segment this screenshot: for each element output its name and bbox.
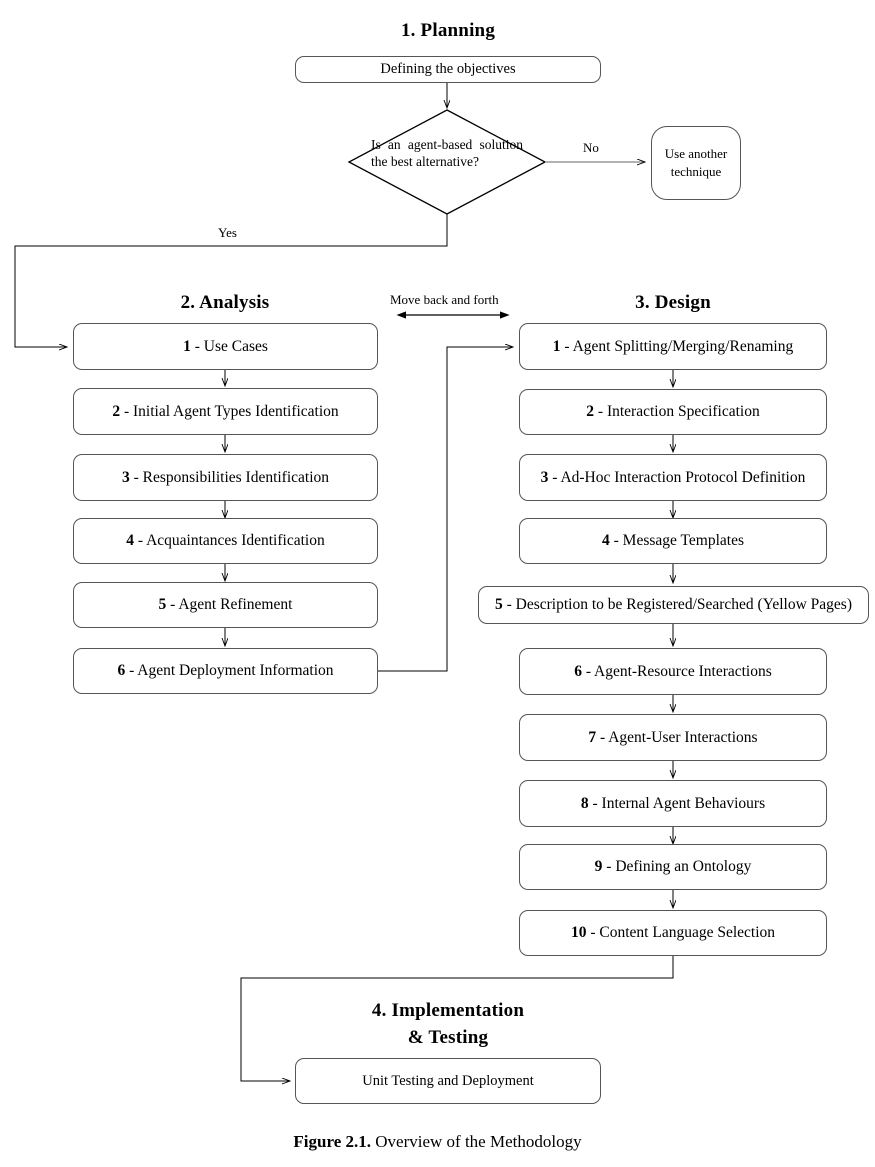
analysis-2-num: 2 bbox=[112, 402, 121, 420]
node-design-step-3[interactable]: 3 - Ad-Hoc Interaction Protocol Definiti… bbox=[519, 454, 827, 501]
design-3-sep: - bbox=[548, 468, 561, 486]
design-5-num: 5 bbox=[494, 596, 503, 614]
design-9-text: Defining an Ontology bbox=[615, 858, 752, 876]
node-analysis-step-5[interactable]: 5 - Agent Refinement bbox=[73, 582, 378, 628]
analysis-3-num: 3 bbox=[121, 468, 130, 486]
phase-title-design: 3. Design bbox=[635, 292, 711, 313]
node-analysis-step-6[interactable]: 6 - Agent Deployment Information bbox=[73, 648, 378, 694]
decision-q-w3: solution bbox=[479, 137, 523, 152]
design-5-text: Description to be Registered/Searched (Y… bbox=[515, 596, 852, 614]
phase-title-implementation-line1: 4. Implementation bbox=[371, 1000, 525, 1021]
node-analysis-step-4[interactable]: 4 - Acquaintances Identification bbox=[73, 518, 378, 564]
design-7-sep: - bbox=[596, 728, 609, 746]
design-8-sep: - bbox=[588, 794, 602, 812]
design-8-text: Internal Agent Behaviours bbox=[601, 794, 766, 812]
design-9-num: 9 bbox=[594, 858, 603, 876]
analysis-1-num: 1 bbox=[183, 337, 191, 355]
decision-question-text: Is an agent-based solution the best alte… bbox=[371, 136, 523, 171]
design-7-num: 7 bbox=[588, 728, 597, 746]
analysis-1-text: Use Cases bbox=[203, 337, 268, 355]
figure-caption: Figure 2.1. Overview of the Methodology bbox=[0, 1132, 875, 1152]
design-2-num: 2 bbox=[586, 403, 595, 421]
design-8-num: 8 bbox=[580, 794, 589, 812]
node-unit-testing-and-deployment[interactable]: Unit Testing and Deployment bbox=[295, 1058, 601, 1104]
design-6-text: Agent-Resource Interactions bbox=[594, 662, 772, 680]
node-design-step-8[interactable]: 8 - Internal Agent Behaviours bbox=[519, 780, 827, 827]
edge-label-no: No bbox=[583, 140, 599, 155]
alt-line-2: technique bbox=[670, 164, 722, 179]
analysis-4-num: 4 bbox=[126, 532, 135, 550]
analysis-6-num: 6 bbox=[117, 662, 126, 680]
design-10-text: Content Language Selection bbox=[599, 924, 776, 942]
analysis-3-sep: - bbox=[129, 468, 143, 486]
design-1-num: 1 bbox=[552, 337, 561, 355]
node-design-step-4[interactable]: 4 - Message Templates bbox=[519, 518, 827, 564]
decision-q-w6: alternative? bbox=[416, 154, 479, 170]
node-use-another-technique[interactable]: Use another technique bbox=[651, 126, 741, 200]
analysis-5-num: 5 bbox=[158, 596, 167, 614]
node-design-step-1[interactable]: 1 - Agent Splitting/Merging/Renaming bbox=[519, 323, 827, 370]
analysis-5-text: Agent Refinement bbox=[178, 596, 293, 614]
figure-caption-number: Figure 2.1. bbox=[293, 1132, 372, 1151]
design-3-text: Ad-Hoc Interaction Protocol Definition bbox=[560, 468, 806, 486]
design-6-sep: - bbox=[581, 662, 595, 680]
phase-title-analysis: 2. Analysis bbox=[180, 292, 270, 313]
node-analysis-step-2[interactable]: 2 - Initial Agent Types Identification bbox=[73, 388, 378, 435]
edge-label-yes: Yes bbox=[218, 225, 237, 240]
analysis-6-text: Agent Deployment Information bbox=[137, 662, 334, 680]
design-10-num: 10 bbox=[570, 924, 587, 942]
decision-q-w1: an bbox=[387, 137, 401, 152]
analysis-1-sep: - bbox=[190, 337, 204, 355]
decision-q-w5: best bbox=[390, 154, 413, 170]
design-4-sep: - bbox=[609, 532, 623, 550]
analysis-2-text: Initial Agent Types Identification bbox=[132, 402, 339, 420]
design-4-num: 4 bbox=[602, 532, 610, 550]
design-9-sep: - bbox=[602, 858, 616, 876]
analysis-2-sep: - bbox=[120, 402, 133, 420]
analysis-6-sep: - bbox=[125, 662, 138, 680]
decision-q-w4: the bbox=[371, 154, 388, 170]
node-analysis-step-1[interactable]: 1 - Use Cases bbox=[73, 323, 378, 370]
node-analysis-step-3[interactable]: 3 - Responsibilities Identification bbox=[73, 454, 378, 501]
design-3-num: 3 bbox=[540, 468, 549, 486]
node-design-step-6[interactable]: 6 - Agent-Resource Interactions bbox=[519, 648, 827, 695]
design-10-sep: - bbox=[586, 924, 600, 942]
phase-title-planning: 1. Planning bbox=[400, 20, 496, 41]
phase-title-implementation-line2: & Testing bbox=[407, 1027, 489, 1048]
analysis-4-sep: - bbox=[134, 532, 147, 550]
analysis-5-sep: - bbox=[166, 596, 179, 614]
alt-line-1: Use another bbox=[664, 146, 728, 162]
design-4-text: Message Templates bbox=[622, 532, 744, 550]
design-1-sep: - bbox=[560, 337, 573, 355]
design-7-text: Agent-User Interactions bbox=[608, 728, 758, 746]
design-1-text: Agent Splitting/Merging/Renaming bbox=[572, 337, 794, 355]
design-2-text: Interaction Specification bbox=[606, 403, 760, 421]
design-2-sep: - bbox=[594, 403, 607, 421]
figure-caption-text: Overview of the Methodology bbox=[371, 1132, 582, 1151]
analysis-3-text: Responsibilities Identification bbox=[142, 468, 330, 486]
analysis-4-text: Acquaintances Identification bbox=[146, 532, 325, 550]
node-design-step-10[interactable]: 10 - Content Language Selection bbox=[519, 910, 827, 956]
node-defining-the-objectives[interactable]: Defining the objectives bbox=[295, 56, 601, 83]
node-design-step-7[interactable]: 7 - Agent-User Interactions bbox=[519, 714, 827, 761]
design-5-sep: - bbox=[502, 596, 516, 614]
edge-label-move-back-and-forth: Move back and forth bbox=[390, 292, 499, 307]
node-design-step-5[interactable]: 5 - Description to be Registered/Searche… bbox=[478, 586, 869, 624]
node-design-step-9[interactable]: 9 - Defining an Ontology bbox=[519, 844, 827, 890]
node-design-step-2[interactable]: 2 - Interaction Specification bbox=[519, 389, 827, 435]
design-6-num: 6 bbox=[574, 662, 582, 680]
decision-q-w2: agent-based bbox=[407, 137, 473, 152]
decision-q-w0: Is bbox=[371, 137, 381, 152]
